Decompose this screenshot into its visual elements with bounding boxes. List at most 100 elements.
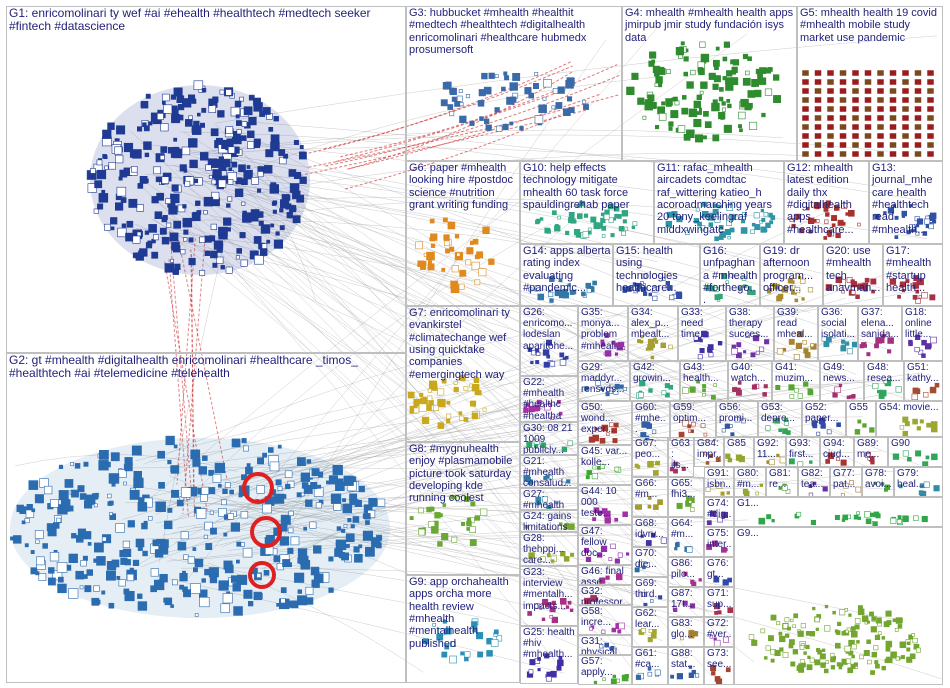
group-box-g8: G8: #mygnuhealth enjoy #plasmamobile pic… <box>406 442 520 575</box>
group-box-g62: G62: lear... <box>632 607 668 647</box>
group-label: G80: #m... <box>737 468 764 490</box>
group-box-g57: G57: apply... <box>578 655 632 685</box>
group-box-g85: G85 <box>724 437 754 467</box>
group-box-g68: G68: idvrv... <box>632 517 668 547</box>
group-box-g26: G26: enricomo... lodeslan aparitohe... <box>520 306 578 376</box>
group-label: G84: impr... <box>697 438 722 467</box>
group-label: G67: peo... <box>635 438 666 460</box>
group-box-g75: G75: inter... <box>704 527 734 557</box>
group-box-g49: G49: news... <box>820 361 864 401</box>
group-box-g70: G70: die... <box>632 547 668 577</box>
group-label: G92: 11... <box>757 438 784 460</box>
group-label: G10: help effects technology mitigate mh… <box>523 162 652 211</box>
group-label: G46: final asse... <box>581 566 630 585</box>
group-label: G39: read mheal... <box>777 307 816 341</box>
group-box-g27: G27: #mhealth nhs... <box>520 488 578 510</box>
group-label: G40: watch... <box>731 362 770 384</box>
group-label: G78: avoi... <box>865 468 892 490</box>
group-label: G26: enricomo... lodeslan aparitohe... <box>523 307 576 352</box>
group-box-g61: G61: #ca... <box>632 647 668 685</box>
group-label: G23: interview #mentalh... impacts... <box>523 567 576 612</box>
group-box-g90: G90 <box>888 437 943 467</box>
group-label: G29: maddyr... rensvds... <box>581 362 628 396</box>
group-label: G9... <box>737 528 941 539</box>
group-box-g2: G2: gt #mhealth #digitalhealth enricomol… <box>6 353 406 683</box>
group-box-g87: G87: 17t... <box>668 587 704 617</box>
group-label: G75: inter... <box>707 528 732 557</box>
group-box-g79: G79: heal... <box>894 467 943 497</box>
group-box-g78: G78: avoi... <box>862 467 894 497</box>
group-label: G24: gains limitations connecte... <box>523 511 576 532</box>
group-box-g53: G53: depre... <box>758 401 802 437</box>
group-box-g17: G17: #mhealth #startup health... <box>883 244 943 306</box>
group-label: G49: news... <box>823 362 862 384</box>
group-label: G54: movie... <box>879 402 941 413</box>
group-box-g6: G6: paper #mhealth looking hire #postdoc… <box>406 161 520 306</box>
group-box-g60: G60: #mhe... <box>632 401 670 441</box>
group-box-g16: G16: unfpaghana #mhealth #forthego... <box>700 244 760 306</box>
group-label: G66: #m... <box>635 478 666 500</box>
group-box-g40: G40: watch... <box>728 361 772 401</box>
group-box-g33: G33: need time... <box>678 306 726 361</box>
group-label: G58: incre... <box>581 606 630 628</box>
group-label: G30: 08 21 1009 publicly... <box>523 423 576 455</box>
group-box-g41: G41: muzim... <box>772 361 820 401</box>
group-label: G3: hubbucket #mhealth #healthit #medtec… <box>409 7 620 56</box>
group-box-g86: G86: pilo... <box>668 557 704 587</box>
group-box-g24: G24: gains limitations connecte... <box>520 510 578 532</box>
group-label: G70: die... <box>635 548 666 570</box>
group-box-g23: G23: interview #mentalh... impacts... <box>520 566 578 626</box>
group-box-g14: G14: apps alberta rating index evaluatin… <box>520 244 613 306</box>
group-label: G35: monya... problem #mheal... <box>581 307 626 352</box>
group-box-g22: G22: #mhealth #healthc #healtha <box>520 376 578 422</box>
group-label: G68: idvrv... <box>635 518 666 540</box>
group-box-g55: G55 <box>846 401 876 437</box>
group-box-g1x: G1... <box>734 497 943 527</box>
group-label: G2: gt #mhealth #digitalhealth enricomol… <box>9 354 404 381</box>
group-box-g21: G21: #mhealth consalud... break... <box>520 455 578 488</box>
group-label: G77: pat... <box>833 468 860 490</box>
group-box-g42: G42: growin... <box>630 361 680 401</box>
group-label: G36: social isolati... <box>821 307 856 341</box>
group-label: G19: dr afternoon program... officer... <box>763 245 821 294</box>
group-box-g44: G44: 10 000 teste... <box>578 485 632 525</box>
group-label: G17: #mhealth #startup health... <box>886 245 941 294</box>
group-box-g13: G13: journal_mhe care health #healthtech… <box>869 161 943 244</box>
group-box-g66: G66: #m... <box>632 477 668 517</box>
group-label: G76: gt... <box>707 558 732 580</box>
group-label: G87: 17t... <box>671 588 702 610</box>
group-label: G86: pilo... <box>671 558 702 580</box>
group-label: G31: physical fitness... <box>581 636 630 655</box>
group-box-g71: G71: sup... <box>704 587 734 617</box>
group-box-g47: G47: fellow doc... <box>578 525 632 565</box>
group-box-g30: G30: 08 21 1009 publicly... <box>520 422 578 455</box>
group-box-g51: G51: kathy... <box>904 361 943 401</box>
group-label: G8: #mygnuhealth enjoy #plasmamobile pic… <box>409 443 518 505</box>
group-box-g76: G76: gt... <box>704 557 734 587</box>
group-box-g36: G36: social isolati... <box>818 306 858 361</box>
group-box-g88: G88: stat... <box>668 647 704 685</box>
group-box-g82: G82: tea... <box>798 467 830 497</box>
group-label: G83: glo... <box>671 618 702 640</box>
group-label: G69: third... <box>635 578 666 600</box>
group-box-g20: G20: use #mhealth tech anavman... <box>823 244 883 306</box>
group-label: G4: mhealth #mhealth health apps jmirpub… <box>625 7 795 44</box>
group-box-g93: G93: first... <box>786 437 820 467</box>
group-box-g4: G4: mhealth #mhealth health apps jmirpub… <box>622 6 797 161</box>
group-label: G90 <box>891 438 941 449</box>
group-label: G72: #ver... <box>707 618 732 647</box>
group-box-g3: G3: hubbucket #mhealth #healthit #medtec… <box>406 6 622 161</box>
group-box-g11: G11: rafac_mhealth aircadets comdtac raf… <box>654 161 784 244</box>
group-label: G33: need time... <box>681 307 724 341</box>
group-label: G5: mhealth health 19 covid #mhealth mob… <box>800 7 941 44</box>
group-box-g38: G38: therapy succes... <box>726 306 774 361</box>
group-box-g84: G84: impr... <box>694 437 724 467</box>
group-label: G11: rafac_mhealth aircadets comdtac raf… <box>657 162 782 236</box>
group-label: G59: optim... <box>673 402 714 424</box>
group-label: G51: kathy... <box>907 362 941 384</box>
group-label: G82: tea... <box>801 468 828 490</box>
group-box-g9x: G9... <box>734 527 943 685</box>
group-label: G1: enricomolinari ty wef #ai #ehealth #… <box>9 7 404 34</box>
group-label: G47: fellow doc... <box>581 526 630 560</box>
group-label: G9: app orchahealth apps orcha more heal… <box>409 576 518 650</box>
